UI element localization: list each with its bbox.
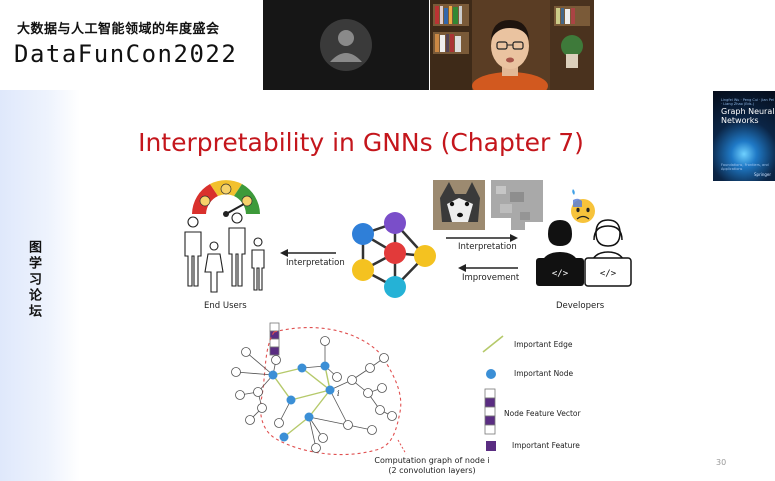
satisfaction-gauge-icon: [192, 180, 260, 217]
event-title-chinese: 大数据与人工智能领域的年度盛会: [17, 22, 220, 37]
end-users-label: End Users: [204, 301, 247, 311]
slide-page-number: 30: [716, 458, 727, 467]
husky-image: [433, 180, 485, 230]
legend-important-node-icon: [486, 369, 496, 379]
legend-important-edge-icon: [482, 335, 504, 353]
svg-text:</>: </>: [552, 269, 569, 279]
svg-text:</>: </>: [600, 269, 617, 279]
arrow-to-end-users: [280, 249, 336, 257]
forum-title-vertical: 图学习论坛: [26, 240, 41, 320]
slide-title: Interpretability in GNNs (Chapter 7): [138, 128, 584, 157]
arrow-interpretation-to-developers: [446, 234, 518, 242]
computation-graph-caption: Computation graph of node i (2 convoluti…: [362, 456, 502, 476]
legend-important-edge-label: Important Edge: [514, 340, 573, 349]
book-cover-publisher: Springer: [753, 172, 771, 177]
developers-label: Developers: [556, 301, 605, 311]
legend-node-feature-vector-icon: [484, 388, 496, 435]
event-title-english: DataFunCon2022: [14, 40, 238, 68]
worried-face-icon: [571, 189, 595, 223]
node-feature-vector-icon: [269, 322, 280, 356]
end-users-icon: [184, 212, 265, 293]
speaker-webcam-feed: [430, 0, 594, 90]
caption-line-1: Computation graph of node i: [374, 456, 490, 465]
developers-icon: </> </>: [536, 219, 632, 287]
caption-line-2: (2 convolution layers): [388, 466, 476, 475]
left-decorative-band: [0, 90, 80, 481]
legend-important-node-label: Important Node: [514, 369, 574, 378]
video-tile-participant-muted[interactable]: [263, 0, 429, 90]
target-node-label: i: [337, 389, 340, 398]
book-cover-title: Graph Neural Networks: [721, 107, 775, 125]
video-tile-speaker[interactable]: [430, 0, 594, 90]
gnn-network-icon: [352, 212, 436, 298]
computation-graph: i: [231, 327, 407, 455]
interpretation-label-right: Interpretation: [458, 242, 517, 252]
book-cover-image: Lingfei Wu · Peng Cui · Jian Pei · Liang…: [713, 91, 775, 181]
legend-important-feature-icon: [486, 441, 496, 451]
avatar-placeholder-icon: [320, 19, 372, 71]
explanation-mask-image: [491, 180, 543, 230]
book-cover-tagline: Foundations, Frontiers, and Applications: [721, 163, 769, 171]
interpretation-label-left: Interpretation: [286, 258, 345, 268]
book-cover-authors: Lingfei Wu · Peng Cui · Jian Pei · Liang…: [721, 98, 774, 106]
legend-node-feature-vector-label: Node Feature Vector: [504, 409, 581, 418]
improvement-label: Improvement: [462, 273, 520, 283]
arrow-improvement-to-gnn: [458, 264, 518, 272]
legend-important-feature-label: Important Feature: [512, 441, 580, 450]
